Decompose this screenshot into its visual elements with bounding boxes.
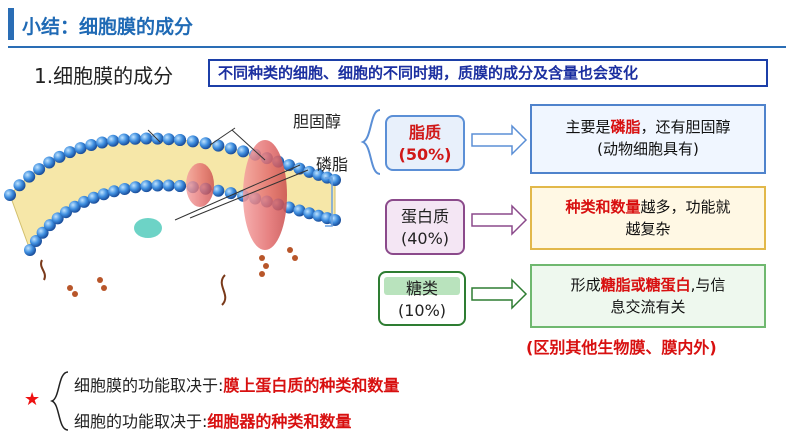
- desc-text: 形成: [570, 276, 601, 294]
- phospholipid-head: [186, 135, 199, 148]
- desc-line: (动物细胞具有): [597, 140, 699, 158]
- phospholipid-head: [23, 170, 36, 183]
- phospholipid-head: [78, 195, 91, 208]
- phospholipid-head: [108, 185, 121, 198]
- sugar-note: (区别其他生物膜、膜内外): [526, 338, 717, 357]
- conclusion-cell: 细胞的功能取决于:细胞器的种类和数量: [74, 408, 351, 432]
- phospholipid-head: [107, 134, 120, 147]
- phospholipid-head: [118, 183, 131, 196]
- phospholipid-head: [129, 132, 142, 145]
- phospholipid-head: [51, 212, 64, 225]
- phospholipid-head: [68, 200, 81, 213]
- component-protein: 蛋白质 (40%): [385, 199, 465, 255]
- phospholipid-head: [36, 226, 49, 239]
- transmembrane-protein: [243, 140, 287, 250]
- phospholipid-head: [293, 204, 306, 217]
- phospholipid-head: [97, 188, 110, 201]
- conclusion-value: 细胞器的种类和数量: [207, 412, 352, 431]
- sugar-description: 形成糖脂或糖蛋白,与信 息交流有关: [530, 264, 766, 328]
- conclusion-membrane: 细胞膜的功能取决于:膜上蛋白质的种类和数量: [74, 372, 399, 396]
- phospholipid-head: [162, 133, 175, 146]
- phospholipid-head: [199, 137, 212, 150]
- top-layer-heads: [4, 132, 341, 201]
- desc-highlight: 糖脂或糖蛋白: [600, 276, 691, 294]
- phospholipid-head: [33, 163, 46, 176]
- title-bar: 小结：细胞膜的成分: [0, 4, 794, 48]
- title-divider: [8, 46, 786, 48]
- component-name: 蛋白质: [400, 207, 449, 226]
- page-title: 小结：细胞膜的成分: [22, 16, 194, 38]
- phospholipid-head: [140, 180, 153, 193]
- desc-highlight: 磷脂: [610, 118, 641, 136]
- sugar-highlight: [384, 277, 460, 295]
- phospholipid-head: [13, 179, 26, 192]
- arrows: [471, 124, 528, 310]
- embedded-protein: [134, 218, 162, 238]
- phospholipid-head: [303, 207, 316, 220]
- conclusion-label: 细胞的功能取决于:: [74, 412, 208, 431]
- glycocalyx-chains: [40, 247, 298, 306]
- protein-description: 种类和数量越多，功能就 越复杂: [530, 186, 766, 250]
- phospholipid-head: [87, 191, 100, 204]
- component-lipid: 脂质 (50%): [385, 115, 465, 171]
- phospholipid-head: [151, 132, 164, 145]
- phospholipid-head: [140, 132, 153, 145]
- phospholipid-head: [118, 133, 131, 146]
- component-name: 糖类: [405, 279, 438, 298]
- desc-text: 越多，功能就: [640, 198, 731, 216]
- desc-text: 主要是: [565, 118, 611, 136]
- desc-text: ,与信: [690, 276, 726, 294]
- phospholipid-head: [237, 145, 250, 158]
- component-percent: (10%): [397, 301, 447, 320]
- phospholipid-head: [29, 234, 42, 247]
- lipid-description: 主要是磷脂，还有胆固醇 (动物细胞具有): [530, 104, 766, 174]
- desc-text: ，还有胆固醇: [640, 118, 731, 136]
- conclusion-label: 细胞膜的功能取决于:: [74, 376, 224, 395]
- note-box: 不同种类的细胞、细胞的不同时期，质膜的成分及含量也会变化: [208, 59, 768, 87]
- phospholipid-head: [162, 179, 175, 192]
- phospholipid-head: [53, 150, 66, 163]
- component-sugar: 糖类 (10%): [378, 271, 466, 326]
- phospholipid-head: [174, 180, 186, 192]
- phospholipid-head: [74, 142, 87, 155]
- phospholipid-head: [96, 136, 109, 149]
- label-brace: [360, 109, 381, 175]
- arrow-right-icon: [471, 278, 528, 310]
- conclusion-brace: [50, 371, 69, 431]
- phospholipid-head: [151, 179, 164, 192]
- phospholipid-head: [63, 146, 76, 159]
- phospholipid-head: [212, 184, 225, 197]
- phospholipid-head: [43, 156, 56, 169]
- desc-highlight: 种类和数量: [565, 198, 641, 216]
- conclusion-value: 膜上蛋白质的种类和数量: [223, 376, 400, 395]
- arrow-right-icon: [471, 204, 528, 236]
- component-percent: (40%): [400, 229, 450, 248]
- cholesterol-label: 胆固醇: [293, 112, 342, 131]
- peripheral-protein: [186, 163, 214, 207]
- phospholipid-head: [43, 219, 56, 232]
- phospholipid-head: [129, 181, 142, 194]
- phospholipid-head: [329, 174, 341, 186]
- membrane-diagram: [4, 127, 341, 306]
- component-percent: (50%): [398, 145, 452, 164]
- phospholipid-head: [212, 139, 225, 152]
- phospholipid-head: [303, 165, 316, 178]
- phospholipid-head: [4, 189, 16, 201]
- phospholipid-head: [59, 206, 72, 219]
- phospholipid-label: 磷脂: [316, 155, 349, 174]
- section-heading: 1.细胞膜的成分: [34, 64, 174, 88]
- title-accent: [8, 8, 14, 40]
- phospholipid-head: [24, 244, 36, 256]
- star-icon: ★: [24, 389, 41, 410]
- phospholipid-head: [85, 139, 98, 151]
- phospholipid-head: [224, 142, 237, 155]
- phospholipid-head: [174, 134, 186, 146]
- phospholipid-head: [293, 162, 306, 175]
- component-name: 脂质: [408, 123, 441, 142]
- arrow-right-icon: [471, 124, 528, 156]
- phospholipid-head: [224, 187, 237, 200]
- phospholipid-head: [329, 214, 341, 226]
- desc-line: 越复杂: [625, 220, 671, 238]
- desc-line: 息交流有关: [610, 298, 686, 316]
